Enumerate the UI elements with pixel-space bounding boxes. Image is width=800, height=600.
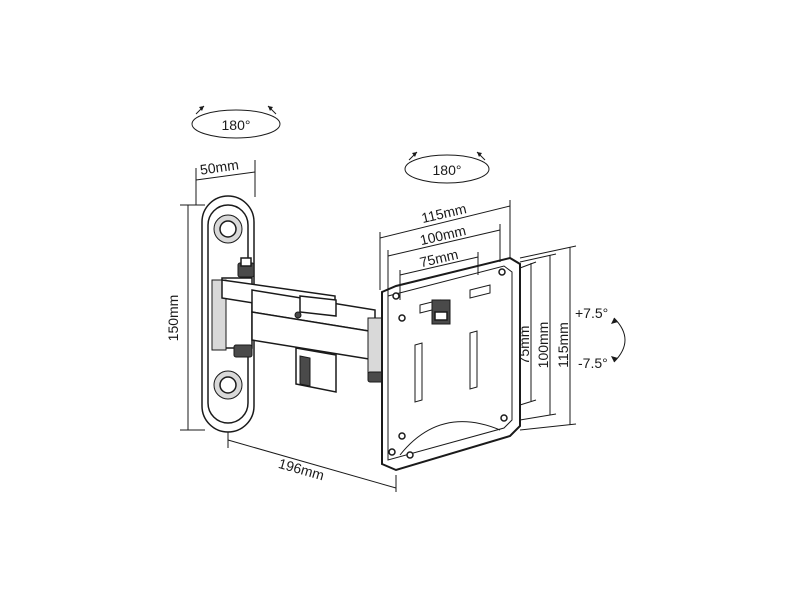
- vesa-height-115-dimension: 115mm: [519, 245, 577, 431]
- tilt-up-label: +7.5°: [575, 305, 608, 321]
- wall-plate-width-dimension: 50mm: [195, 156, 256, 205]
- wall-swivel-indicator: 180°: [191, 105, 281, 139]
- vesa-plate: [381, 256, 521, 472]
- arm-extension-dimension: 196mm: [227, 432, 397, 492]
- head-swivel-indicator: 180°: [404, 151, 490, 184]
- tilt-down-label: -7.5°: [578, 355, 608, 371]
- vesa-height-100-label: 100mm: [535, 322, 551, 369]
- wall-plate-height-label: 150mm: [165, 295, 181, 342]
- head-swivel-label: 180°: [433, 162, 462, 178]
- vesa-width-75-label: 75mm: [418, 246, 460, 270]
- vesa-width-100-label: 100mm: [418, 222, 467, 248]
- wall-swivel-label: 180°: [222, 117, 251, 133]
- wall-plate-height-dimension: 150mm: [165, 204, 205, 431]
- swing-arm: [211, 257, 389, 393]
- vesa-height-75-dimension: 75mm: [516, 261, 537, 406]
- wall-plate-width-label: 50mm: [199, 156, 240, 177]
- arm-extension-label: 196mm: [277, 455, 326, 483]
- vesa-height-75-label: 75mm: [516, 326, 532, 365]
- tilt-indicator: +7.5° -7.5°: [575, 305, 626, 371]
- vesa-height-115-label: 115mm: [555, 322, 571, 368]
- vesa-height-100-dimension: 100mm: [519, 253, 557, 421]
